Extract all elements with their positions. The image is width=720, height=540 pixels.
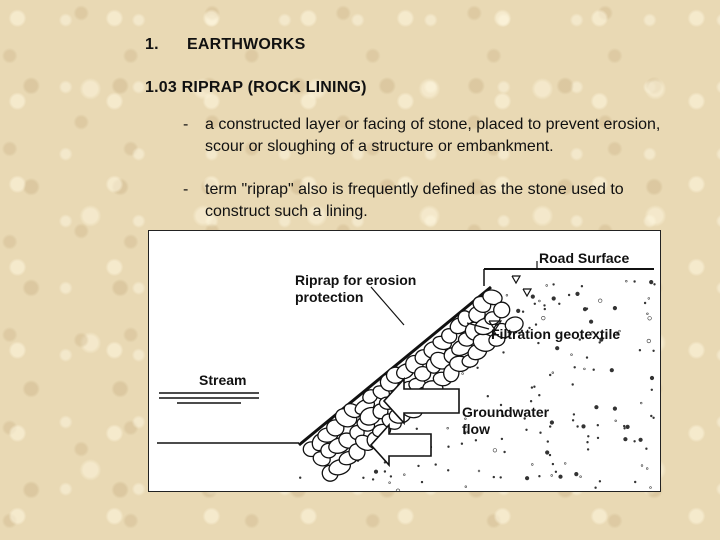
- bullet-text: a constructed layer or facing of stone, …: [205, 116, 661, 155]
- road-marker: [522, 288, 533, 298]
- groundwater-arrow: [369, 422, 432, 468]
- section-title: EARTHWORKS: [187, 36, 306, 53]
- bullet-dash: -: [183, 116, 189, 133]
- road-surface-label: Road Surface: [539, 250, 629, 266]
- groundwater-label: flow: [462, 421, 490, 437]
- bullet-text: term "riprap" also is frequently defined…: [205, 181, 624, 220]
- filtration-leader: [466, 322, 490, 330]
- riprap-stone: [413, 365, 432, 382]
- section-number: 1.: [145, 36, 159, 53]
- groundwater-arrow: [382, 376, 460, 426]
- stream-water: [159, 392, 259, 404]
- riprap-diagram: Road Surface Riprap for erosion protecti…: [148, 230, 661, 492]
- bullet-item: - a constructed layer or facing of stone…: [183, 114, 683, 158]
- filtration-label: Filtration geotextile: [491, 326, 620, 342]
- riprap-leader: [370, 286, 405, 326]
- riprap-stone: [504, 316, 524, 333]
- riprap-stone: [482, 289, 503, 306]
- groundwater-label: Groundwater: [462, 404, 550, 420]
- groundwater-arrows: [369, 376, 460, 468]
- riprap-label: protection: [295, 289, 363, 305]
- stream-label: Stream: [199, 372, 246, 388]
- riprap-label: Riprap for erosion: [295, 272, 416, 288]
- subsection-title: 1.03 RIPRAP (ROCK LINING): [145, 79, 367, 96]
- filtration-marker: [488, 320, 503, 332]
- bullet-dash: -: [183, 181, 189, 198]
- bullet-item: - term "riprap" also is frequently defin…: [183, 179, 683, 223]
- riprap-stone: [493, 301, 511, 319]
- road-marker: [511, 275, 522, 285]
